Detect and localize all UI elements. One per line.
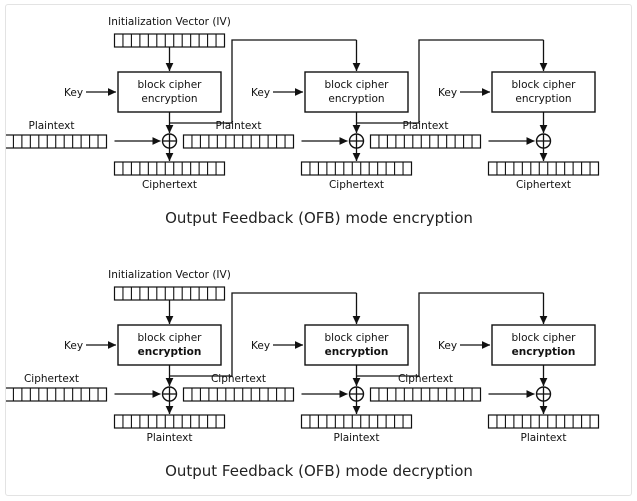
iv-bar bbox=[113, 33, 226, 48]
block-cipher-label-line2: encryption bbox=[325, 346, 389, 358]
feedback-rail bbox=[356, 39, 544, 124]
input-bar bbox=[182, 134, 295, 149]
block-cipher-box[interactable] bbox=[491, 324, 596, 366]
block-cipher-label-line1: block cipher bbox=[512, 79, 577, 91]
block-cipher-label-line2: encryption bbox=[328, 93, 384, 105]
feedback-rail bbox=[356, 292, 544, 377]
block-cipher-label-line2: encryption bbox=[515, 93, 571, 105]
block-cipher-label-line2: encryption bbox=[138, 346, 202, 358]
key-label: Key bbox=[251, 87, 270, 99]
output-label: Plaintext bbox=[521, 432, 567, 444]
output-label: Plaintext bbox=[334, 432, 380, 444]
output-bar bbox=[300, 414, 413, 429]
block-cipher-box[interactable] bbox=[304, 71, 409, 113]
input-label: Ciphertext bbox=[398, 373, 453, 385]
input-bar bbox=[182, 387, 295, 402]
diagram-caption: Output Feedback (OFB) mode encryption bbox=[165, 209, 473, 227]
output-bar bbox=[113, 414, 226, 429]
output-bar bbox=[300, 161, 413, 176]
feedback-rail bbox=[169, 292, 357, 377]
input-bar bbox=[369, 134, 482, 149]
block-cipher-box[interactable] bbox=[304, 324, 409, 366]
iv-bar bbox=[113, 286, 226, 301]
block-cipher-label-line1: block cipher bbox=[325, 332, 390, 344]
block-cipher-box[interactable] bbox=[491, 71, 596, 113]
input-bar bbox=[6, 134, 108, 149]
page-frame: Initialization Vector (IV) block cipher en… bbox=[5, 4, 632, 496]
block-cipher-label-line1: block cipher bbox=[138, 332, 203, 344]
output-label: Plaintext bbox=[147, 432, 193, 444]
input-bar bbox=[6, 387, 108, 402]
output-label: Ciphertext bbox=[329, 179, 384, 191]
block-cipher-label-line1: block cipher bbox=[138, 79, 203, 91]
key-label: Key bbox=[251, 340, 270, 352]
feedback-rail bbox=[169, 39, 357, 124]
output-bar bbox=[487, 161, 600, 176]
block-cipher-label-line1: block cipher bbox=[512, 332, 577, 344]
input-label: Plaintext bbox=[29, 120, 75, 132]
input-label: Ciphertext bbox=[24, 373, 79, 385]
input-label: Plaintext bbox=[216, 120, 262, 132]
key-label: Key bbox=[438, 340, 457, 352]
output-label: Ciphertext bbox=[516, 179, 571, 191]
input-bar bbox=[369, 387, 482, 402]
key-label: Key bbox=[64, 87, 83, 99]
iv-label: Initialization Vector (IV) bbox=[108, 269, 231, 281]
iv-label: Initialization Vector (IV) bbox=[108, 16, 231, 28]
diagram-caption: Output Feedback (OFB) mode decryption bbox=[165, 462, 473, 480]
output-bar bbox=[113, 161, 226, 176]
block-cipher-label-line1: block cipher bbox=[325, 79, 390, 91]
output-label: Ciphertext bbox=[142, 179, 197, 191]
input-label: Plaintext bbox=[403, 120, 449, 132]
key-label: Key bbox=[64, 340, 83, 352]
key-label: Key bbox=[438, 87, 457, 99]
block-cipher-label-line2: encryption bbox=[512, 346, 576, 358]
input-label: Ciphertext bbox=[211, 373, 266, 385]
ofb-diagram-canvas: Initialization Vector (IV) block cipher en… bbox=[6, 16, 600, 480]
block-cipher-box[interactable] bbox=[117, 324, 222, 366]
output-bar bbox=[487, 414, 600, 429]
block-cipher-label-line2: encryption bbox=[141, 93, 197, 105]
block-cipher-box[interactable] bbox=[117, 71, 222, 113]
